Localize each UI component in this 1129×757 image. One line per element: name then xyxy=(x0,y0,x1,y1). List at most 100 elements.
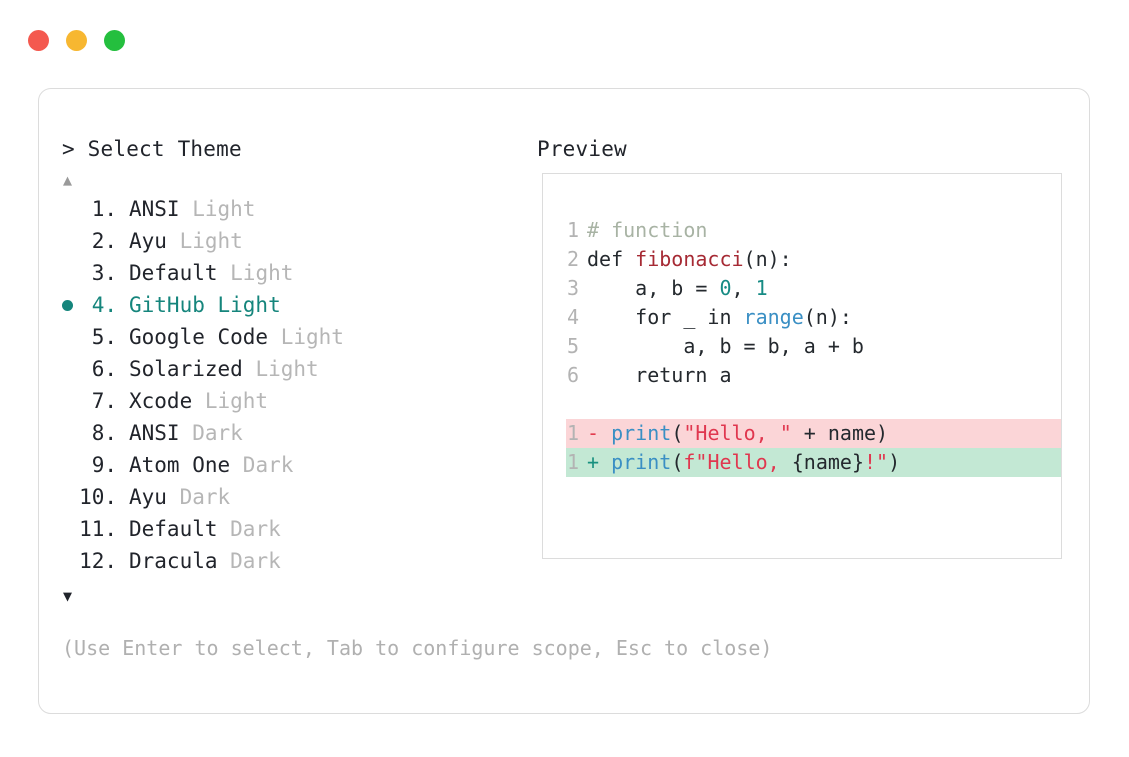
theme-item-number: 2. xyxy=(91,229,117,253)
code-token: a, b = b, a + b xyxy=(587,334,864,358)
theme-list-item[interactable]: 7. Xcode Light xyxy=(39,385,539,417)
code-line-number: 4 xyxy=(566,305,579,329)
code-line: 1 # function xyxy=(566,216,1061,245)
theme-item-variant: Light xyxy=(242,357,319,381)
theme-item-name: Dracula Dark xyxy=(129,549,281,573)
code-line xyxy=(566,390,1061,419)
theme-item-variant: Light xyxy=(166,229,243,253)
code-line: 3 a, b = 0, 1 xyxy=(566,274,1061,303)
theme-item-variant: Dark xyxy=(217,549,281,573)
theme-item-number: 8. xyxy=(91,421,117,445)
theme-item-name: Default Light xyxy=(129,261,294,285)
code-line: 2 def fibonacci(n): xyxy=(566,245,1061,274)
theme-list-item[interactable]: 10. Ayu Dark xyxy=(39,481,539,513)
code-token: print xyxy=(611,450,672,474)
code-token: 0 xyxy=(719,276,732,300)
code-line-number: 1 xyxy=(566,421,579,445)
maximize-icon[interactable] xyxy=(104,30,125,51)
theme-picker-card: > Select Theme Preview ▲ 1. ANSI Light 2. A… xyxy=(38,88,1090,714)
theme-item-name: ANSI Light xyxy=(129,197,256,221)
theme-item-variant: Light xyxy=(204,293,281,317)
code-token: (n): xyxy=(743,247,792,271)
code-token: def xyxy=(587,247,636,271)
theme-item-number: 6. xyxy=(91,357,117,381)
code-token: print xyxy=(611,421,672,445)
close-icon[interactable] xyxy=(28,30,49,51)
theme-item-variant: Light xyxy=(179,197,256,221)
theme-item-number: 1. xyxy=(91,197,117,221)
code-line-number: 1 xyxy=(566,450,579,474)
code-token: a, b = xyxy=(587,276,720,300)
code-line: 4 for _ in range(n): xyxy=(566,303,1061,332)
theme-item-name: Atom One Dark xyxy=(129,453,294,477)
theme-list-item[interactable]: 5. Google Code Light xyxy=(39,321,539,353)
theme-item-number: 3. xyxy=(91,261,117,285)
code-token: ( xyxy=(671,450,684,474)
diff-minus-marker: - xyxy=(587,421,612,445)
theme-item-number: 10. xyxy=(79,485,117,509)
theme-item-name: Ayu Light xyxy=(129,229,243,253)
code-line: 5 a, b = b, a + b xyxy=(566,332,1061,361)
theme-item-name: GitHub Light xyxy=(129,293,281,317)
diff-plus-marker: + xyxy=(587,450,612,474)
code-token: f"Hello, xyxy=(683,450,792,474)
theme-item-number: 11. xyxy=(79,517,117,541)
theme-list-item[interactable]: 3. Default Light xyxy=(39,257,539,289)
theme-item-number: 5. xyxy=(91,325,117,349)
theme-list-item[interactable]: 8. ANSI Dark xyxy=(39,417,539,449)
code-token: # function xyxy=(587,218,708,242)
code-token: fibonacci xyxy=(635,247,744,271)
theme-list-item[interactable]: 12.Dracula Dark xyxy=(39,545,539,577)
theme-item-number: 4. xyxy=(91,293,117,317)
theme-item-name: Ayu Dark xyxy=(129,485,231,509)
theme-item-variant: Dark xyxy=(166,485,231,509)
code-token: {name} xyxy=(791,450,864,474)
theme-list-item[interactable]: 1. ANSI Light xyxy=(39,193,539,225)
theme-item-variant: Light xyxy=(268,325,344,349)
scroll-up-icon[interactable]: ▲ xyxy=(63,171,73,189)
code-line-number: 6 xyxy=(566,363,579,387)
theme-item-variant: Light xyxy=(192,389,269,413)
theme-list-item[interactable]: 6. Solarized Light xyxy=(39,353,539,385)
scroll-down-icon[interactable]: ▼ xyxy=(63,587,73,605)
theme-list[interactable]: 1. ANSI Light 2. Ayu Light 3. Default Light 4.… xyxy=(39,193,539,577)
minimize-icon[interactable] xyxy=(66,30,87,51)
code-line-number: 2 xyxy=(566,247,579,271)
theme-item-name: ANSI Dark xyxy=(129,421,243,445)
code-token: + name) xyxy=(791,421,889,445)
code-token: ) xyxy=(888,450,901,474)
theme-item-number: 7. xyxy=(91,389,117,413)
code-token: , xyxy=(731,276,756,300)
theme-item-name: Solarized Light xyxy=(129,357,319,381)
code-token: !" xyxy=(863,450,889,474)
code-token: for _ in xyxy=(587,305,744,329)
window-traffic-lights xyxy=(28,30,125,51)
theme-item-variant: Dark xyxy=(179,421,243,445)
code-token: (n): xyxy=(803,305,852,329)
theme-list-item[interactable]: 2. Ayu Light xyxy=(39,225,539,257)
theme-list-item[interactable]: 11. Default Dark xyxy=(39,513,539,545)
theme-item-name: Default Dark xyxy=(129,517,281,541)
code-diff-line: 1- print("Hello, " + name) xyxy=(566,419,1061,448)
code-token: "Hello, " xyxy=(683,421,792,445)
code-token: return a xyxy=(587,363,732,387)
code-token: ( xyxy=(671,421,684,445)
code-line-number: 1 xyxy=(566,218,579,242)
code-diff-line: 1 + print(f"Hello, {name}!") xyxy=(566,448,1061,477)
select-theme-header: > Select Theme xyxy=(62,137,242,161)
theme-item-variant: Dark xyxy=(217,517,281,541)
theme-list-item[interactable]: 9. Atom One Dark xyxy=(39,449,539,481)
theme-item-variant: Light xyxy=(217,261,294,285)
code-line-number: 5 xyxy=(566,334,579,358)
keyboard-hint: (Use Enter to select, Tab to configure s… xyxy=(62,636,773,660)
preview-header: Preview xyxy=(537,137,627,161)
theme-item-name: Google Code Light xyxy=(129,325,344,349)
selected-bullet-icon xyxy=(62,300,73,311)
theme-item-variant: Dark xyxy=(230,453,294,477)
theme-item-number: 9. xyxy=(91,453,117,477)
theme-list-item[interactable]: 4. GitHub Light xyxy=(39,289,539,321)
code-token: range xyxy=(743,305,804,329)
theme-item-name: Xcode Light xyxy=(129,389,269,413)
